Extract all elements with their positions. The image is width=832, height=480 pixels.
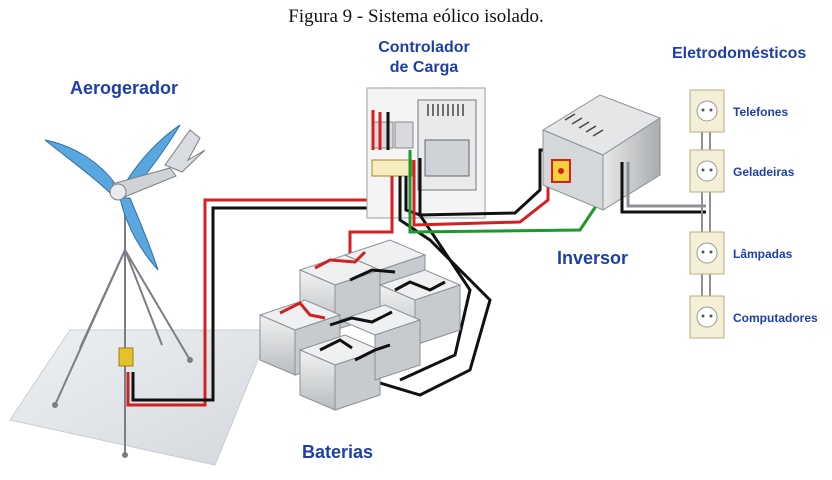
- battery-bank: [258, 239, 462, 411]
- outlet-lampadas: [689, 231, 725, 275]
- appliance-label-telefones: Telefones: [733, 105, 789, 119]
- battery: [338, 304, 422, 381]
- label-controlador-line2: de Carga: [389, 59, 459, 76]
- outlet-telefones: [689, 89, 725, 133]
- turbine-hub: [109, 183, 127, 201]
- appliance-label-computadores: Computadores: [733, 311, 818, 325]
- label-controlador-line1: Controlador: [378, 39, 470, 56]
- tower-junction-box: [118, 347, 134, 367]
- turbine-blade: [119, 197, 159, 271]
- battery: [298, 334, 382, 411]
- turbine-tower: [54, 205, 191, 455]
- label-baterias: Baterias: [302, 442, 374, 462]
- label-eletrodomesticos: Eletrodomésticos: [672, 45, 807, 62]
- label-inversor: Inversor: [557, 248, 629, 268]
- appliance-label-lampadas: Lâmpadas: [733, 247, 793, 261]
- ground-plane: [9, 329, 271, 466]
- charge-controller: [366, 87, 486, 219]
- outlet-computadores: [689, 295, 725, 339]
- inverter: [541, 94, 662, 211]
- wind-turbine: [44, 124, 206, 271]
- figure-caption: Figura 9 - Sistema eólico isolado.: [288, 6, 544, 27]
- turbine-blade: [44, 139, 119, 196]
- appliance-wires: [620, 162, 706, 214]
- turbine-tail-fin: [164, 129, 206, 173]
- outlet-geladeiras: [689, 149, 725, 193]
- battery-jumpers: [279, 250, 446, 362]
- label-controlador: Controlador de Carga: [362, 38, 486, 78]
- appliance-label-geladeiras: Geladeiras: [733, 165, 795, 179]
- label-aerogerador: Aerogerador: [70, 78, 179, 98]
